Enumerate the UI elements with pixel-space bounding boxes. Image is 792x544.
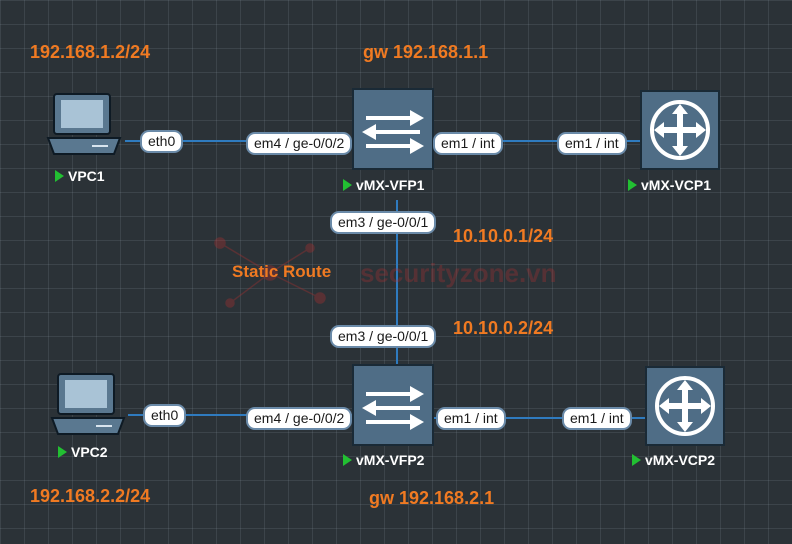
vcp2-label: vMX-VCP2 (632, 452, 715, 468)
vfp2-name: vMX-VFP2 (356, 452, 425, 468)
vpc1-ip-note: 192.168.1.2/24 (30, 42, 151, 62)
watermark-logo-icon (214, 237, 326, 308)
play-triangle-icon (55, 170, 64, 182)
vcp2-name: vMX-VCP2 (645, 452, 716, 468)
router-cross-arrows-icon (645, 366, 725, 446)
static-route-note: Static Route (232, 262, 332, 281)
iface-vpc1-eth0[interactable]: eth0 (140, 130, 184, 153)
vcp1-name: vMX-VCP1 (641, 177, 712, 193)
gw2-note: gw 192.168.2.1 (369, 488, 495, 508)
iface-vcp2-em1[interactable]: em1 / int (562, 407, 632, 430)
vfp2-link-ip-note: 10.10.0.2/24 (453, 318, 554, 338)
iface-vfp2-em1[interactable]: em1 / int (436, 407, 506, 430)
vfp1-name: vMX-VFP1 (356, 177, 425, 193)
play-triangle-icon (628, 179, 637, 191)
play-triangle-icon (632, 454, 641, 466)
iface-vfp2-em3[interactable]: em3 / ge-0/0/1 (330, 325, 437, 348)
vfp2-node[interactable] (352, 364, 434, 446)
iface-vcp1-em1[interactable]: em1 / int (557, 132, 627, 155)
vpc1-node[interactable] (46, 88, 126, 156)
vpc2-label: VPC2 (58, 444, 108, 460)
router-cross-arrows-icon (640, 90, 720, 170)
iface-vfp1-em1[interactable]: em1 / int (433, 132, 503, 155)
play-triangle-icon (58, 446, 67, 458)
vfp1-link-ip-note: 10.10.0.1/24 (453, 226, 554, 246)
vcp1-node[interactable] (640, 90, 720, 170)
watermark-text: securityzone.vn (360, 258, 557, 288)
switch-arrows-icon (352, 88, 434, 170)
vcp2-node[interactable] (645, 366, 725, 446)
vpc2-name: VPC2 (71, 444, 108, 460)
play-triangle-icon (343, 454, 352, 466)
vfp2-label: vMX-VFP2 (343, 452, 424, 468)
desktop-computer-icon (46, 93, 122, 155)
gw1-note: gw 192.168.1.1 (363, 42, 489, 62)
vpc1-label: VPC1 (55, 168, 105, 184)
switch-arrows-icon (352, 364, 434, 446)
vfp1-label: vMX-VFP1 (343, 177, 424, 193)
iface-vfp1-em3[interactable]: em3 / ge-0/0/1 (330, 211, 437, 234)
iface-vfp2-em4[interactable]: em4 / ge-0/0/2 (246, 407, 353, 430)
vpc2-node[interactable] (50, 368, 130, 436)
desktop-computer-icon (50, 373, 126, 435)
vcp1-label: vMX-VCP1 (628, 177, 711, 193)
vpc1-name: VPC1 (68, 168, 105, 184)
play-triangle-icon (343, 179, 352, 191)
vpc2-ip-note: 192.168.2.2/24 (30, 486, 151, 506)
iface-vpc2-eth0[interactable]: eth0 (143, 404, 187, 427)
iface-vfp1-em4[interactable]: em4 / ge-0/0/2 (246, 132, 353, 155)
vfp1-node[interactable] (352, 88, 434, 170)
